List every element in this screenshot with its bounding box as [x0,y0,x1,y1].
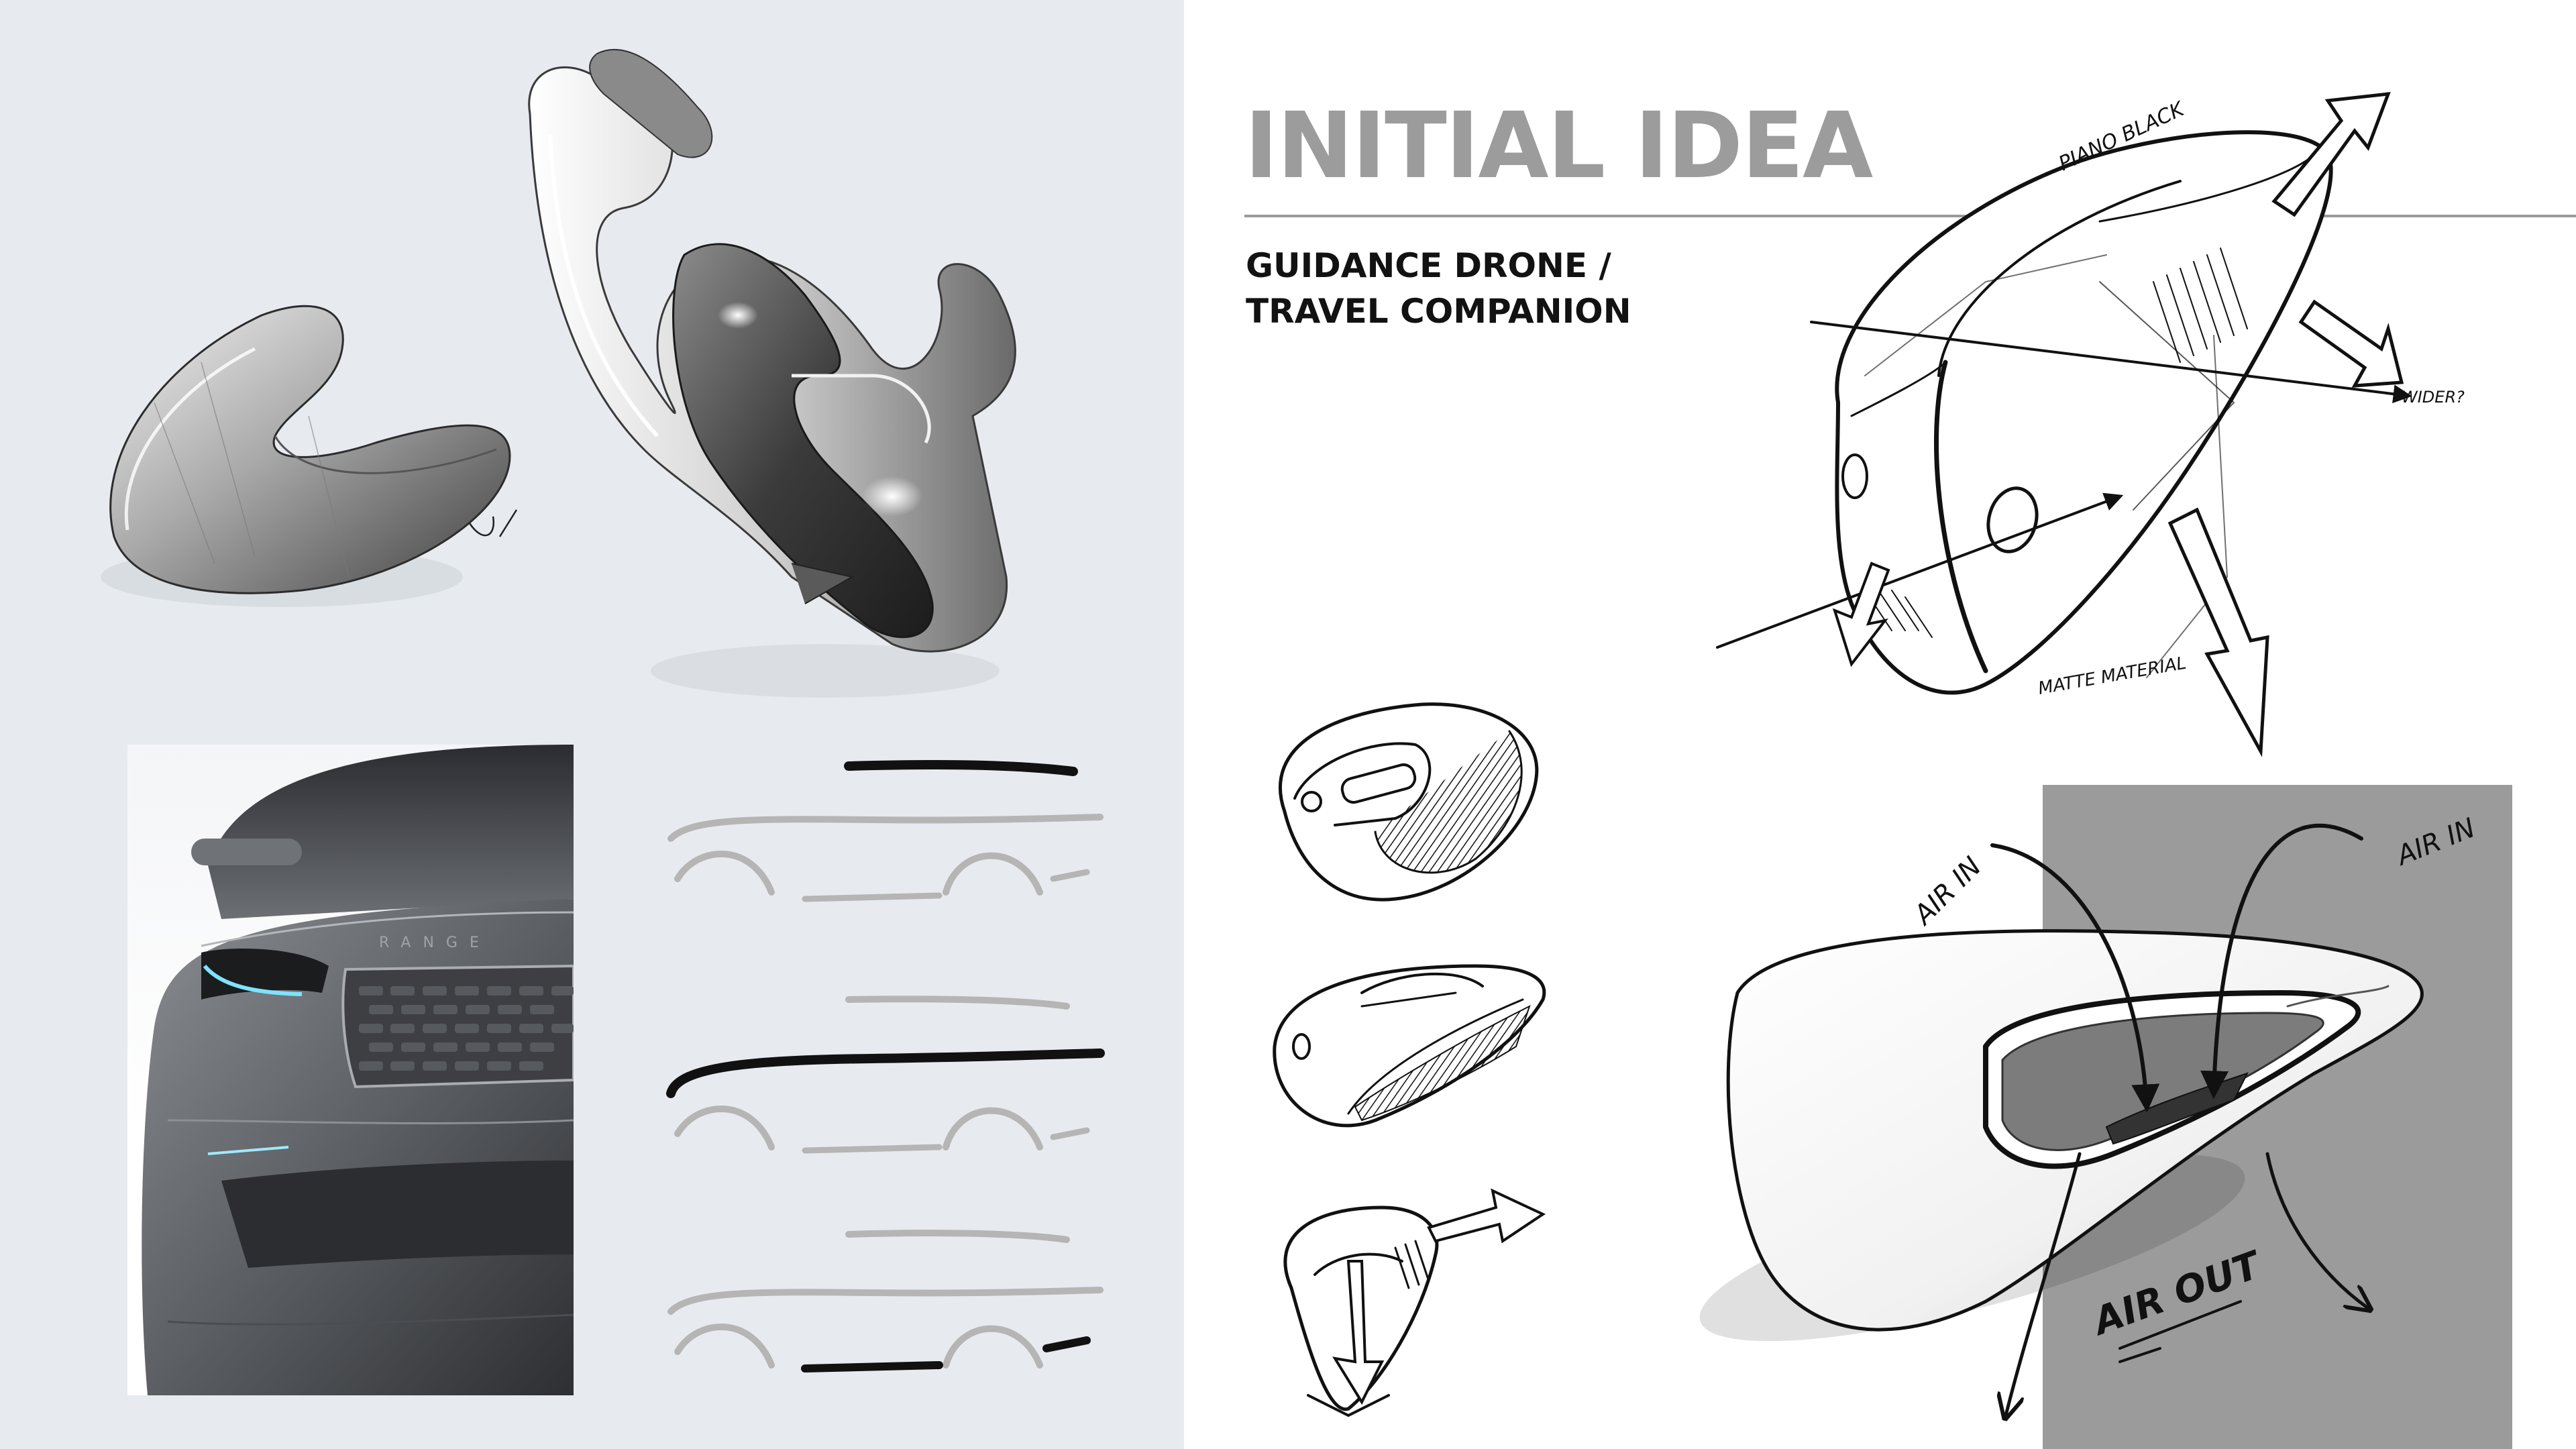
car-front-illustration: RANGE [142,745,574,1395]
grille-mesh [359,986,574,1071]
drone-render-small [101,305,518,607]
page-subtitle: GUIDANCE DRONE / TRAVEL COMPANION [1246,243,1631,334]
annotation-air-in-left: AIR IN [1907,851,1987,932]
side-mirror [191,839,302,865]
subtitle-line-2: TRAVEL COMPANION [1246,292,1631,331]
drone-renders [101,48,1016,698]
thumbnail-sketch-1 [1279,702,1539,902]
annotation-air-in-right: AIR IN [2391,812,2480,872]
car-render: RANGE [127,745,574,1395]
drone-render-large [528,48,1016,698]
daytime-running-light [203,965,303,996]
annotation-wider: WIDER? [2402,388,2465,407]
thumbnail-sketch-2 [1273,964,1546,1128]
thumbnail-sketch-3 [1283,1188,1546,1417]
title-divider [1244,215,2576,217]
car-badge: RANGE [379,934,491,951]
annotation-matte-material: MATTE MATERIAL [2037,653,2188,699]
page-title: INITIAL IDEA [1244,93,1873,199]
main-perspective-sketch: PIANO BLACK WIDER? MATTE MATERIAL [1716,92,2465,757]
airflow-render-sketch: AIR IN AIR IN AIR OUT [1699,812,2480,1415]
subtitle-line-1: GUIDANCE DRONE / [1246,246,1611,285]
fog-light [207,1146,289,1155]
